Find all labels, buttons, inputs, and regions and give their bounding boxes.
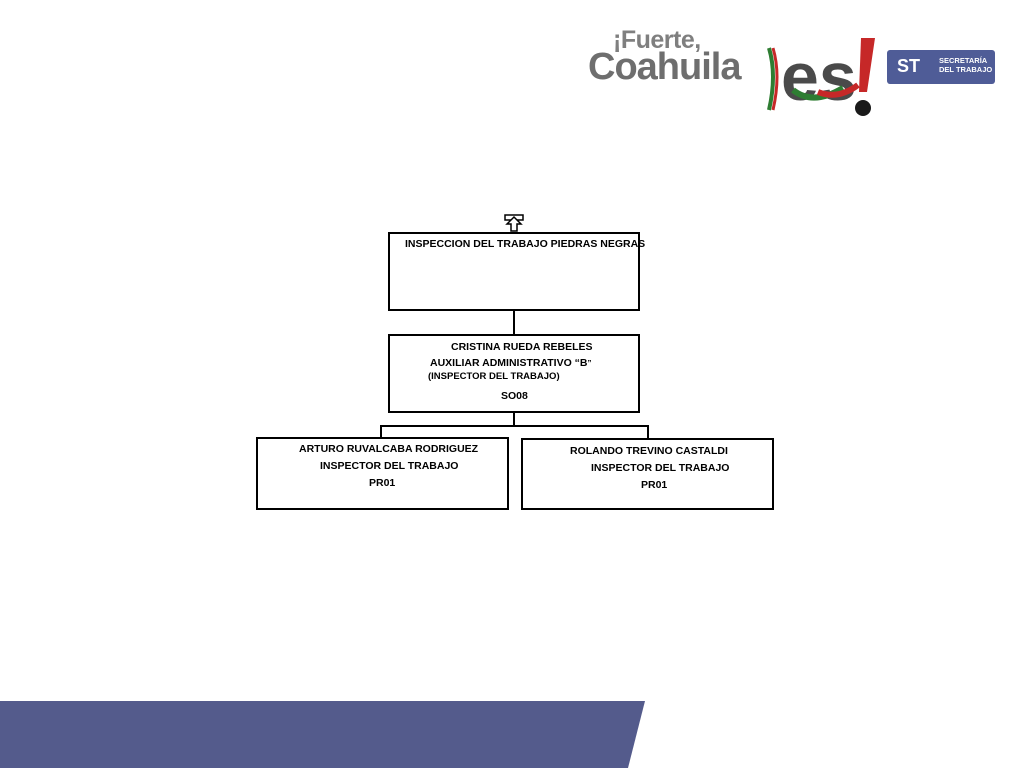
st-sub-line2: DEL TRABAJO <box>939 65 993 74</box>
st-badge-text: ST <box>897 56 921 76</box>
staff-right-code: PR01 <box>641 479 668 491</box>
supervisor-position: AUXILIAR ADMINISTRATIVO “B” <box>430 357 592 369</box>
supervisor-name: CRISTINA RUEDA REBELES <box>451 341 593 353</box>
root-unit-title: INSPECCION DEL TRABAJO PIEDRAS NEGRAS <box>405 238 646 250</box>
staff-right-position: INSPECTOR DEL TRABAJO <box>591 462 730 474</box>
st-sub-line1: SECRETARÍA <box>939 56 988 65</box>
connector-horizontal <box>380 425 649 427</box>
staff-box-left <box>256 437 509 510</box>
fuerte-coahuila-logo: ¡Fuerte, Coahuila es ST SECRETARÍA DEL T… <box>585 20 1000 116</box>
logo-coahuila-text: Coahuila <box>588 46 741 88</box>
logo-fuerte-text: ¡Fuerte, <box>613 26 701 54</box>
supervisor-position-quote: ” <box>587 359 592 368</box>
staff-box-right <box>521 438 774 510</box>
supervisor-note: (INSPECTOR DEL TRABAJO) <box>428 371 560 382</box>
secretaria-trabajo-badge: ST SECRETARÍA DEL TRABAJO <box>887 50 995 84</box>
footer-band <box>0 701 645 768</box>
staff-left-name: ARTURO RUVALCABA RODRIGUEZ <box>299 443 479 455</box>
svg-text:es: es <box>781 39 857 115</box>
supervisor-box <box>388 334 640 413</box>
st-badge-subtitle: SECRETARÍA DEL TRABAJO <box>939 56 992 74</box>
staff-left-position: INSPECTOR DEL TRABAJO <box>320 460 459 472</box>
go-up-icon[interactable] <box>504 214 524 232</box>
connector-left-drop <box>380 425 382 437</box>
staff-left-code: PR01 <box>369 477 396 489</box>
supervisor-position-main: AUXILIAR ADMINISTRATIVO “B <box>430 357 588 369</box>
root-unit-box <box>388 232 640 311</box>
connector-root-supervisor <box>513 311 515 334</box>
footer-band-shape <box>0 701 645 768</box>
connector-supervisor-down <box>513 413 515 425</box>
supervisor-code: SO08 <box>501 390 528 402</box>
staff-right-name: ROLANDO TREVINO CASTALDI <box>570 445 728 457</box>
connector-right-drop <box>647 425 649 438</box>
st-badge-background <box>887 50 995 84</box>
es-logo-icon: es <box>767 38 875 116</box>
